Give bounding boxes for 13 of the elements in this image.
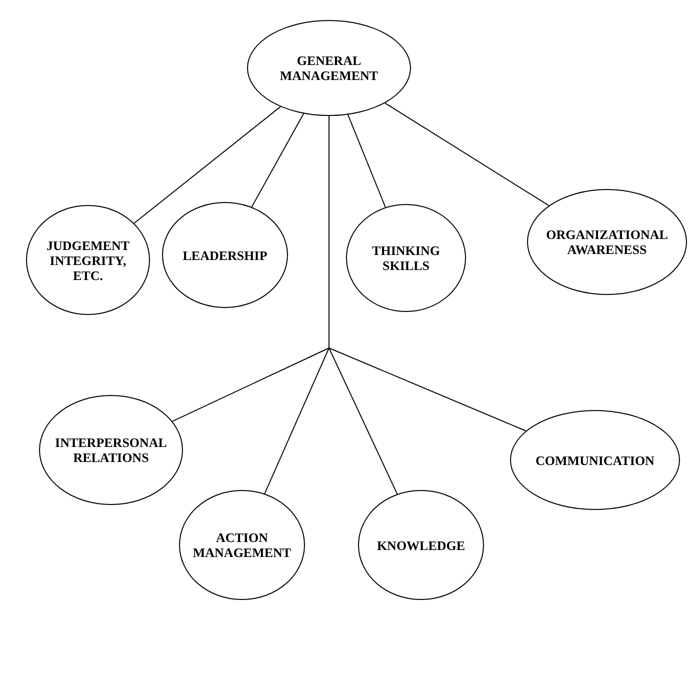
connector-line [347,114,386,208]
node-label: ACTION MANAGEMENT [192,530,292,560]
node-label: LEADERSHIP [182,248,268,262]
node-label: COMMUNICATION [536,452,654,468]
node-label: KNOWLEDGE [376,538,466,552]
node-label: JUDGEMENT INTEGRITY, ETC. [45,238,131,282]
node-label: GENERAL MANAGEMENT [278,53,380,83]
connector-line [251,113,304,208]
connector-line [384,102,550,206]
connector-line [134,106,281,224]
node-label: ORGANIZATIONAL AWARENESS [545,227,669,257]
node-label: THINKING SKILLS [371,243,441,273]
node-label: INTERPERSONAL RELATIONS [54,435,168,465]
